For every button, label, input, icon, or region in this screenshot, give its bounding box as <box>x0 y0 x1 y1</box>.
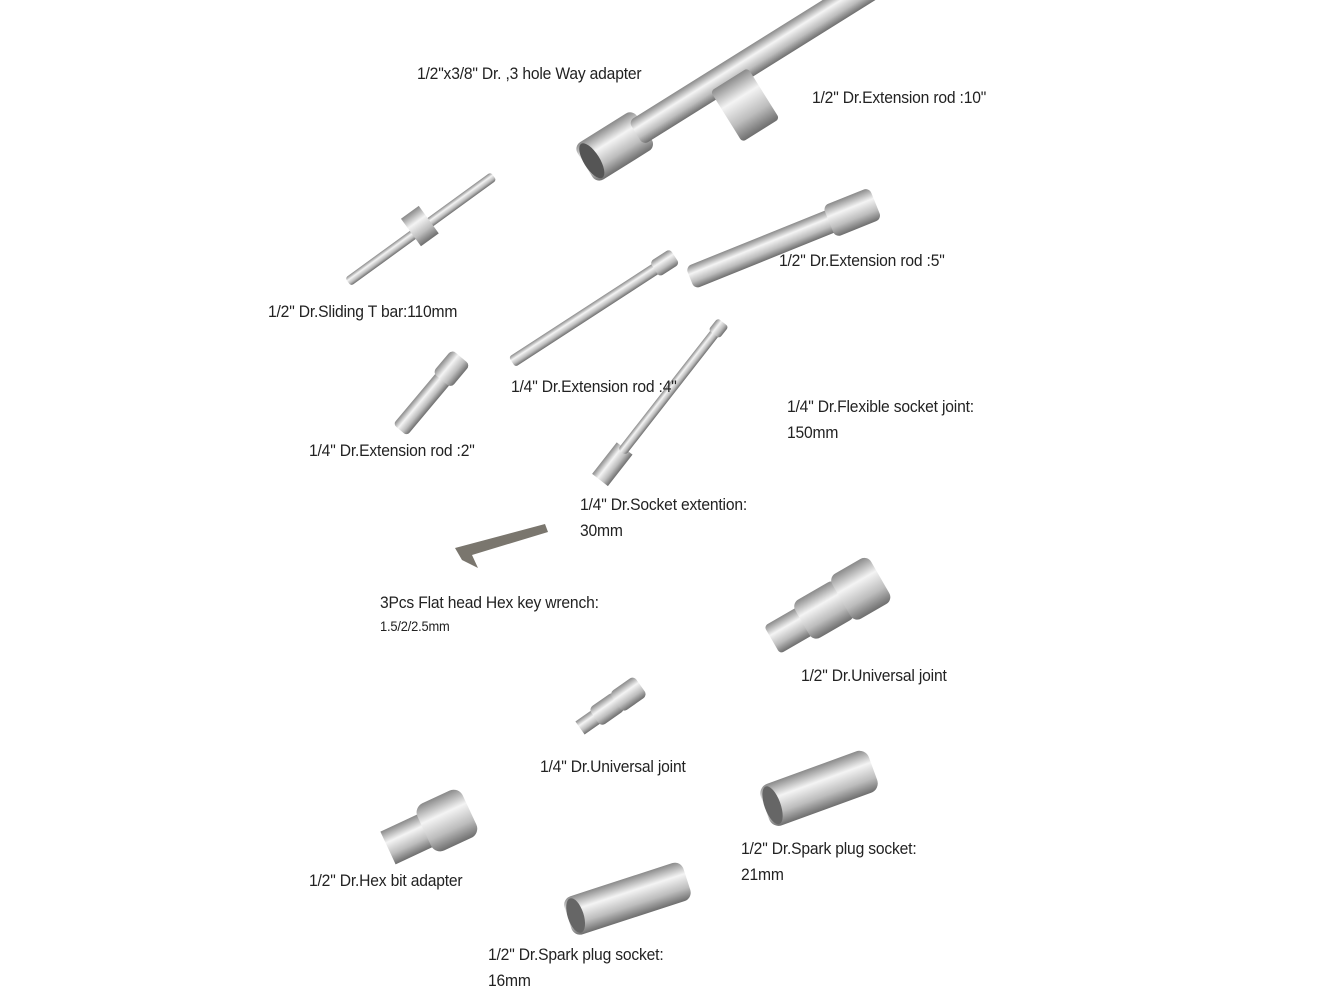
label-extension-rod-10: 1/2" Dr.Extension rod :10" <box>812 88 987 107</box>
label-extension-rod-5: 1/2" Dr.Extension rod :5" <box>779 251 945 270</box>
label-universal-joint-half: 1/2" Dr.Universal joint <box>801 666 947 685</box>
label-sliding-t-bar: 1/2" Dr.Sliding T bar:110mm <box>268 302 458 321</box>
label-flexible-socket-joint: 1/4" Dr.Flexible socket joint: <box>787 397 974 416</box>
label-spark-plug-socket-16: 1/2" Dr.Spark plug socket: <box>488 945 664 964</box>
label-extension-rod-4: 1/4" Dr.Extension rod :4" <box>511 377 677 396</box>
label-flexible-socket-joint-size: 150mm <box>787 423 839 442</box>
label-socket-extension-size: 30mm <box>580 521 623 540</box>
three-way-adapter-image <box>711 69 779 141</box>
label-universal-joint-quarter: 1/4" Dr.Universal joint <box>540 757 686 776</box>
extension-rod-10-image <box>576 0 1006 181</box>
spark-plug-socket-21-image <box>760 750 878 826</box>
label-socket-extension: 1/4" Dr.Socket extention: <box>580 495 748 514</box>
label-spark-plug-socket-21-size: 21mm <box>741 865 784 884</box>
hex-key-wrench-image <box>455 524 548 568</box>
universal-joint-quarter-image <box>575 677 646 735</box>
extension-rod-5-image <box>687 189 880 288</box>
label-spark-plug-socket-21: 1/2" Dr.Spark plug socket: <box>741 839 917 858</box>
hex-bit-adapter-image <box>380 789 478 865</box>
extension-rod-4-image <box>509 250 679 366</box>
label-hex-key-wrench: 3Pcs Flat head Hex key wrench: <box>380 593 599 612</box>
sliding-t-bar-image <box>346 173 496 285</box>
universal-joint-half-image <box>765 557 891 653</box>
label-extension-rod-2: 1/4" Dr.Extension rod :2" <box>309 441 475 460</box>
label-spark-plug-socket-16-size: 16mm <box>488 971 531 990</box>
label-hex-bit-adapter: 1/2" Dr.Hex bit adapter <box>309 871 463 890</box>
spark-plug-socket-16-image <box>564 862 691 935</box>
flexible-socket-joint-image <box>592 319 728 487</box>
extension-rod-2-image <box>394 351 469 435</box>
label-three-way-adapter: 1/2"x3/8" Dr. ,3 hole Way adapter <box>417 64 642 83</box>
label-hex-key-wrench-sizes: 1.5/2/2.5mm <box>380 618 450 634</box>
